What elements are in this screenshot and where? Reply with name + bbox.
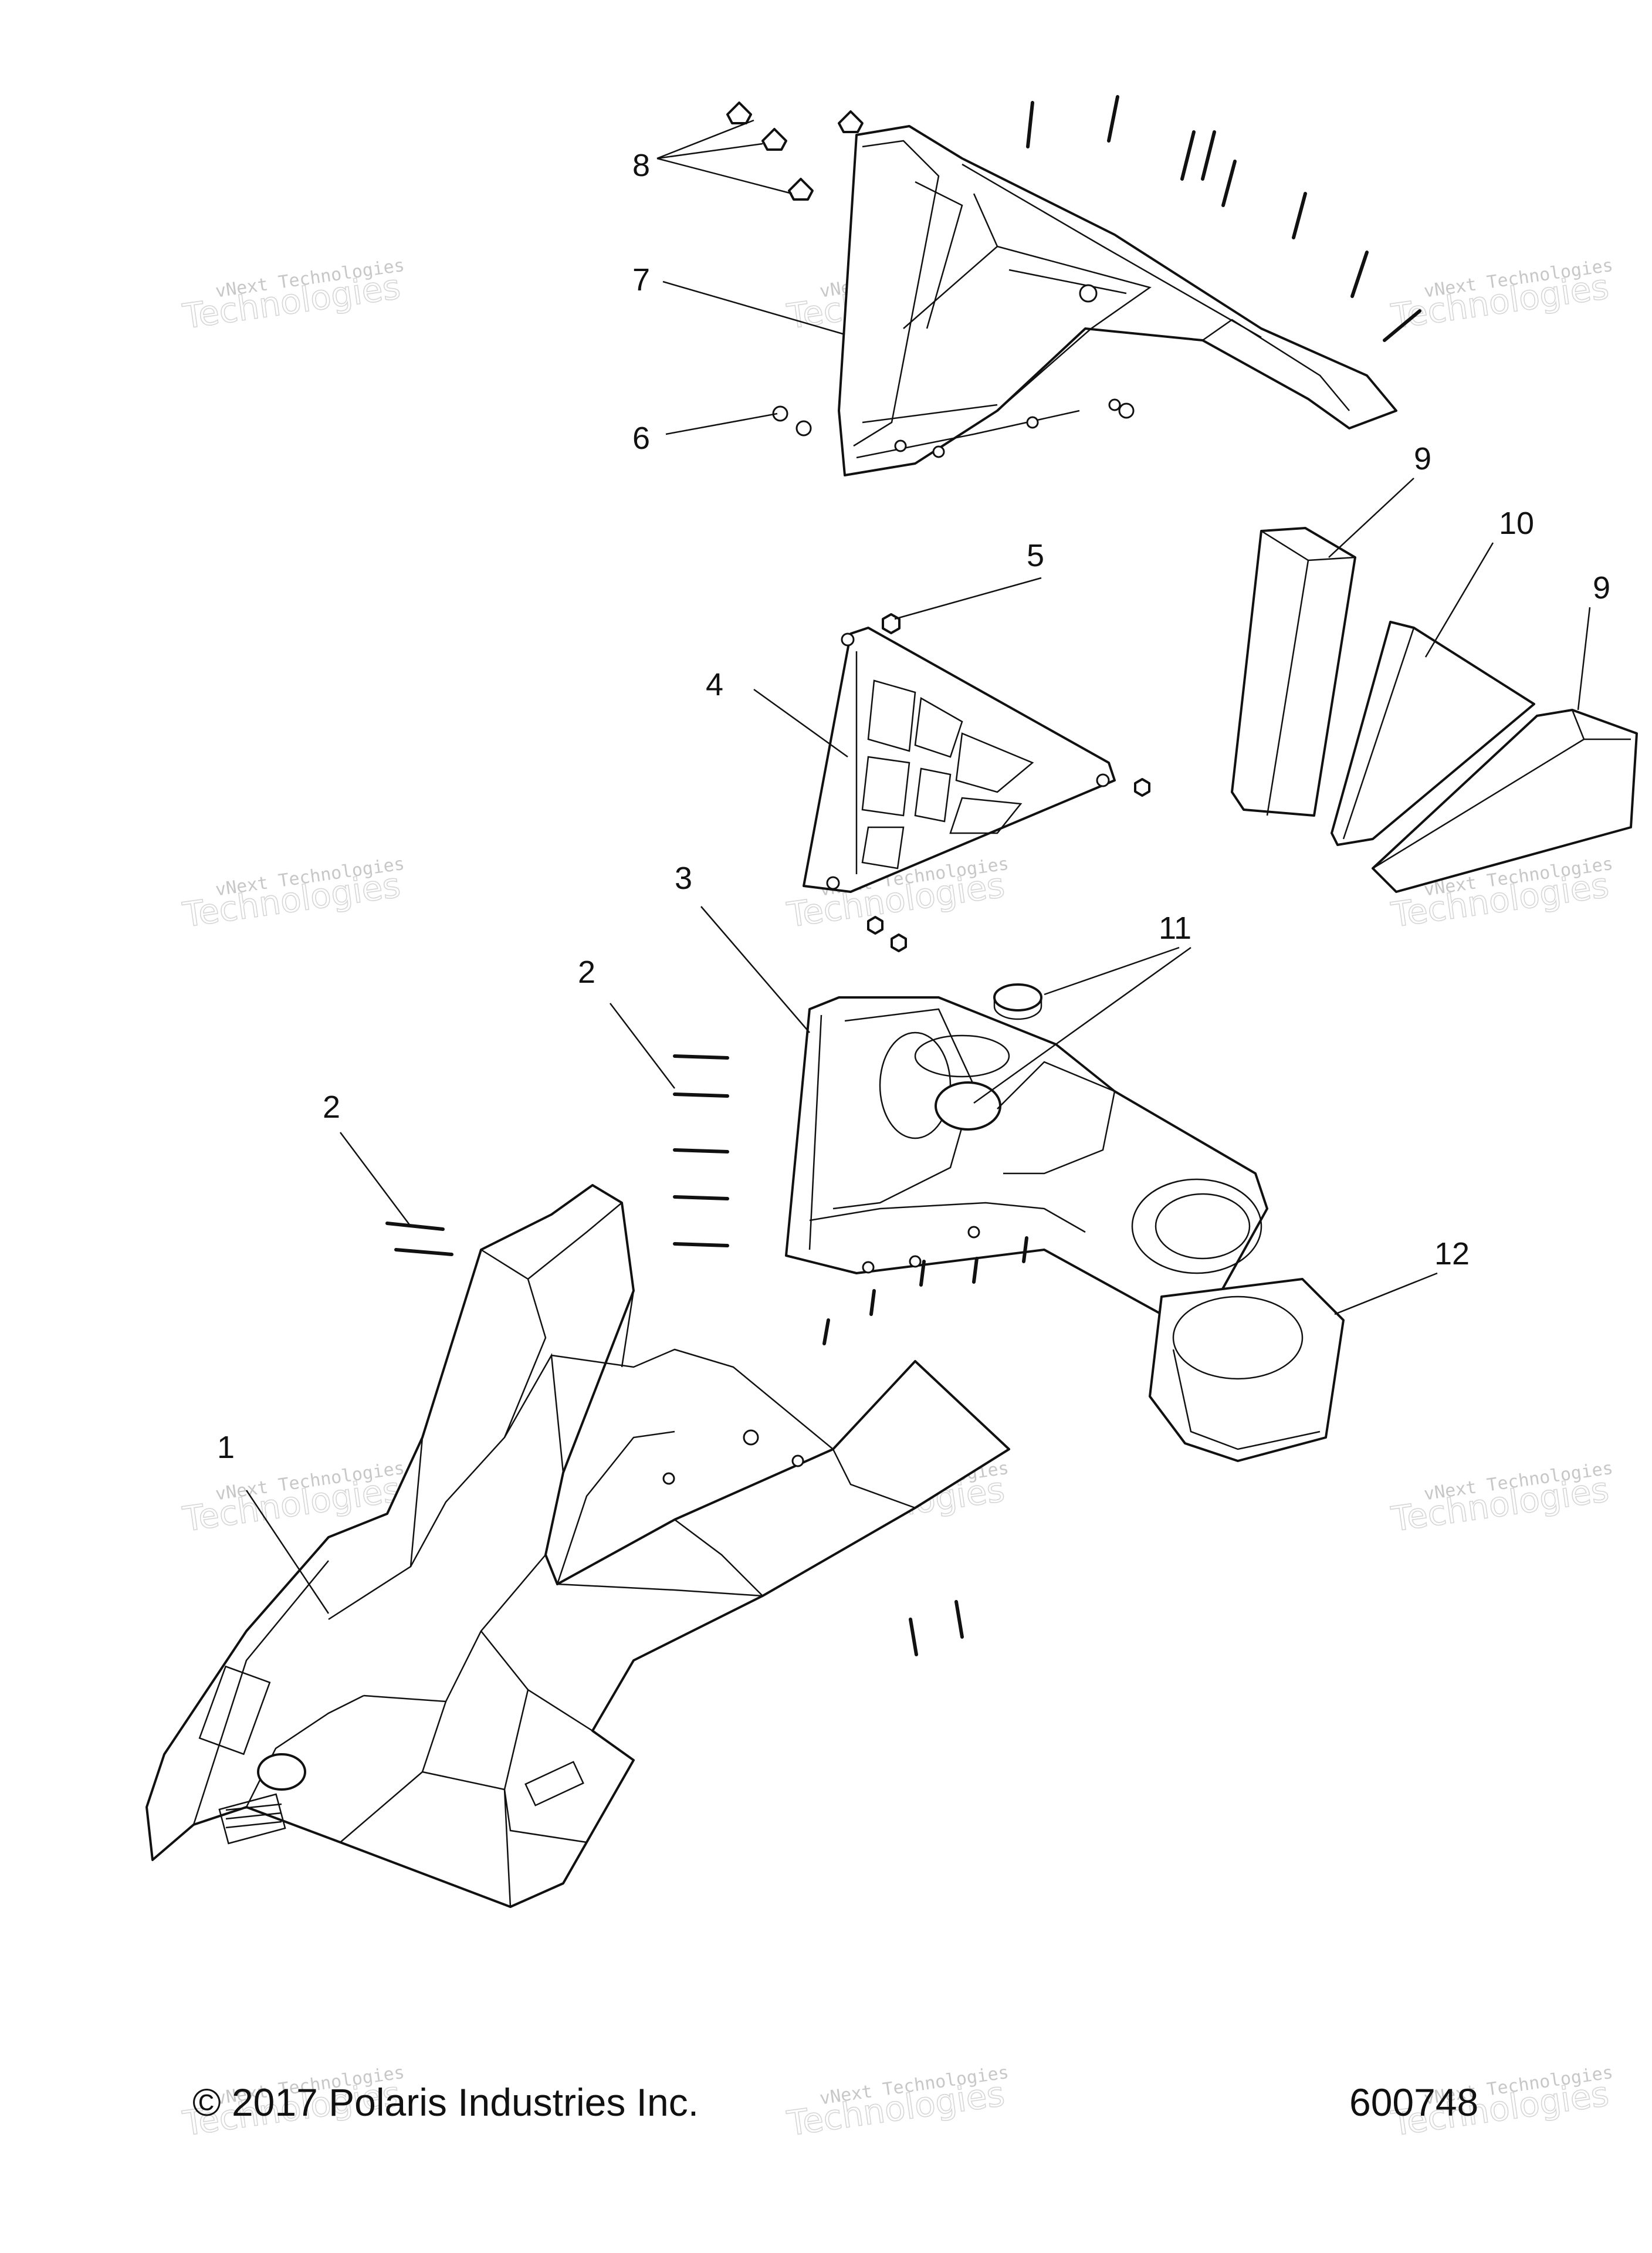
part-4-bracket bbox=[803, 627, 1116, 893]
callout-2: 2 bbox=[578, 955, 595, 990]
leader-lines bbox=[245, 119, 1591, 1614]
part-12-foam-ring bbox=[1149, 1278, 1345, 1462]
callout-8: 8 bbox=[632, 148, 650, 183]
diagram-reference-number: 600748 bbox=[1349, 2081, 1479, 2124]
callout-7: 7 bbox=[632, 262, 650, 297]
part-10-foam bbox=[1331, 621, 1535, 846]
callout-9: 9 bbox=[1414, 441, 1431, 476]
watermark: Technologies vNext Technologies bbox=[180, 854, 406, 936]
part-7-upper-frame bbox=[838, 125, 1397, 476]
callout-1: 1 bbox=[217, 1430, 235, 1465]
part-9-foam-right bbox=[1372, 709, 1638, 893]
part-2-rivets-right bbox=[673, 1054, 729, 1247]
callout-12: 12 bbox=[1434, 1236, 1470, 1271]
watermark: Technologies vNext Technologies bbox=[1388, 255, 1614, 337]
part-11-cap bbox=[993, 983, 1042, 1020]
part-1-hood bbox=[145, 1184, 1010, 1908]
callout-6: 6 bbox=[632, 421, 650, 456]
copyright-notice: © 2017 Polaris Industries Inc. bbox=[192, 2081, 699, 2124]
watermark: Technologies vNext Technologies bbox=[180, 255, 406, 337]
lower-fasteners bbox=[822, 1236, 1028, 1656]
part-2-rivets-left bbox=[385, 1222, 453, 1256]
callout-11: 11 bbox=[1159, 911, 1191, 946]
callout-2: 2 bbox=[323, 1090, 340, 1125]
part-3-console bbox=[785, 996, 1268, 1315]
callout-3: 3 bbox=[675, 861, 692, 896]
watermark: Technologies vNext Technologies bbox=[784, 2062, 1010, 2144]
callout-4: 4 bbox=[706, 667, 723, 702]
part-6-fastener bbox=[772, 405, 812, 437]
callout-10: 10 bbox=[1499, 506, 1534, 541]
callout-9: 9 bbox=[1593, 570, 1610, 605]
callout-labels: 1 2 2 3 4 5 6 7 8 9 9 10 11 12 bbox=[217, 148, 1610, 1465]
rivet-set-top bbox=[1026, 95, 1421, 342]
part-9-foam-left bbox=[1231, 527, 1356, 817]
part-8-push-rivets bbox=[726, 102, 864, 201]
callout-5: 5 bbox=[1027, 538, 1044, 573]
watermark: Technologies vNext Technologies bbox=[1388, 1458, 1614, 1540]
